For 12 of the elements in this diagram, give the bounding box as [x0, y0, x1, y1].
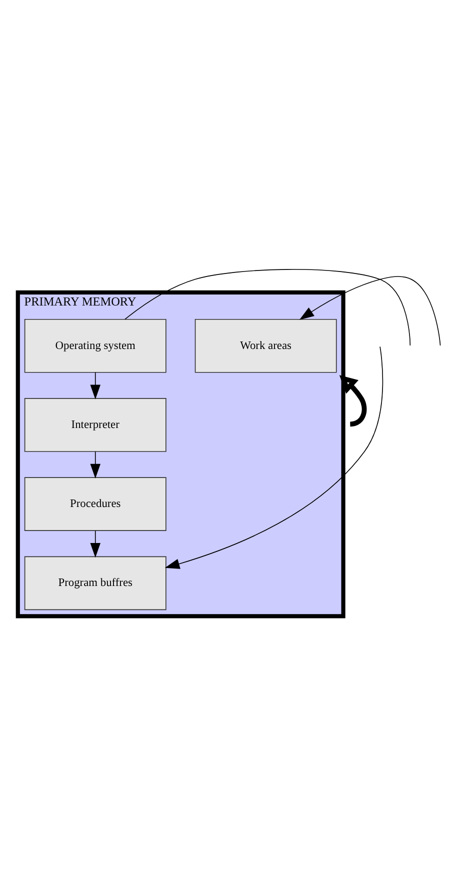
- node-box: Work areas: [194, 318, 337, 373]
- connector: [124, 269, 411, 346]
- node-box: Procedures: [24, 477, 166, 531]
- arrow: [299, 276, 441, 346]
- arrow: [90, 372, 100, 400]
- arrow: [164, 346, 384, 569]
- node-box: Interpreter: [24, 398, 166, 452]
- arrow: [339, 375, 367, 427]
- node-box: Program buffres: [24, 556, 166, 610]
- node-box: Operating system: [24, 318, 166, 373]
- arrow: [90, 530, 100, 558]
- arrow: [90, 451, 100, 479]
